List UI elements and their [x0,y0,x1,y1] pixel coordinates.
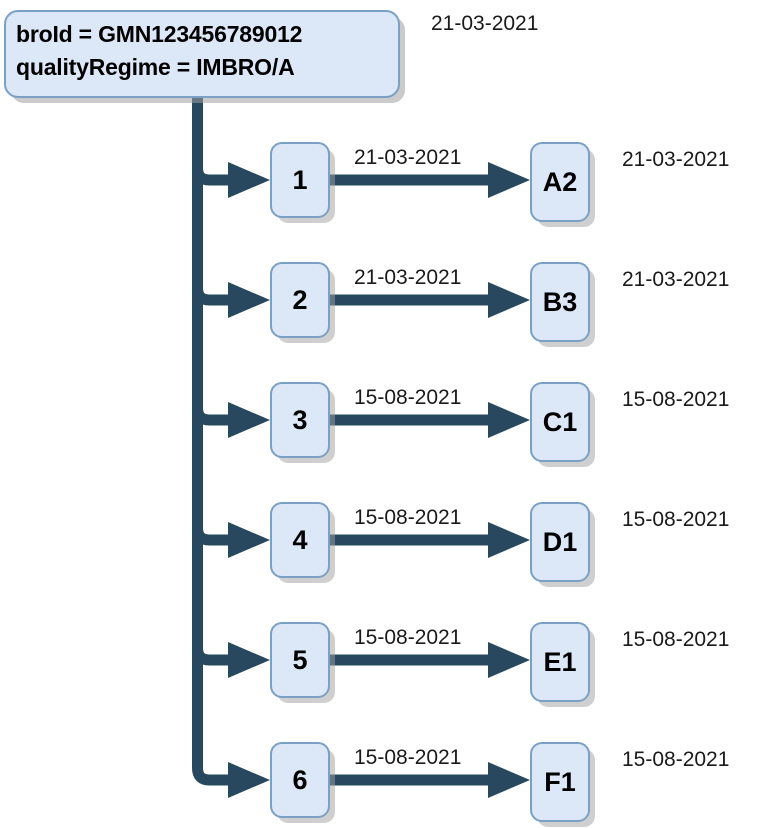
measurement-node-E1-label: E1 [543,646,577,677]
edge-date-label-2: 21-03-2021 [354,266,462,289]
right-date-label-4: 15-08-2021 [622,508,730,531]
branch-elbow-6 [192,760,232,786]
branch-elbow-1 [192,160,232,186]
branch-elbow-5 [192,640,232,666]
tube-node-1-label: 1 [292,164,308,195]
arrowhead-branch-3 [228,402,270,438]
measurement-node-C1[interactable]: C1 [530,382,590,462]
measurement-node-E1[interactable]: E1 [530,622,590,702]
tube-node-2[interactable]: 2 [270,262,330,338]
arrowhead-branch-6 [228,762,270,798]
root-qualityregime-line: qualityRegime = IMBRO/A [16,54,295,80]
right-date-label-1: 21-03-2021 [622,148,730,171]
arrowhead-edge-3 [488,402,530,438]
right-date-label-2: 21-03-2021 [622,268,730,291]
arrowhead-branch-1 [228,162,270,198]
measurement-node-A2[interactable]: A2 [530,142,590,222]
arrowhead-branch-4 [228,522,270,558]
tube-node-4-label: 4 [292,524,308,555]
measurement-node-F1-label: F1 [544,766,576,797]
measurement-node-B3[interactable]: B3 [530,262,590,342]
measurement-node-F1[interactable]: F1 [530,742,590,822]
measurement-node-D1-label: D1 [542,526,578,557]
right-date-label-5: 15-08-2021 [622,628,730,651]
edge-date-label-5: 15-08-2021 [354,626,462,649]
edge-date-label-3: 15-08-2021 [354,386,462,409]
tube-node-3[interactable]: 3 [270,382,330,458]
measurement-node-B3-label: B3 [542,286,578,317]
branch-elbow-4 [192,520,232,546]
arrowhead-edge-4 [488,522,530,558]
arrowhead-edge-2 [488,282,530,318]
branch-elbow-2 [192,280,232,306]
right-date-label-3: 15-08-2021 [622,388,730,411]
root-broid-line: broId = GMN123456789012 [16,21,303,47]
trunk-connector [192,98,232,786]
measurement-node-D1[interactable]: D1 [530,502,590,582]
branch-elbow-3 [192,400,232,426]
edge-date-label-1: 21-03-2021 [354,146,462,169]
edge-date-label-6: 15-08-2021 [354,746,462,769]
root-date-label: 21-03-2021 [431,12,539,35]
tube-node-6[interactable]: 6 [270,742,330,818]
tube-node-6-label: 6 [292,764,308,795]
tube-node-1[interactable]: 1 [270,142,330,218]
arrowhead-edge-5 [488,642,530,678]
tube-node-5-label: 5 [292,644,308,675]
arrowhead-edge-1 [488,162,530,198]
arrowhead-branch-5 [228,642,270,678]
root-node-gmn[interactable]: broId = GMN123456789012 qualityRegime = … [4,10,400,98]
arrowhead-branch-2 [228,282,270,318]
tube-node-5[interactable]: 5 [270,622,330,698]
tube-node-3-label: 3 [292,404,308,435]
measurement-node-A2-label: A2 [542,166,578,197]
tube-node-4[interactable]: 4 [270,502,330,578]
tube-node-2-label: 2 [292,284,308,315]
measurement-node-C1-label: C1 [542,406,578,437]
edge-date-label-4: 15-08-2021 [354,506,462,529]
arrowhead-edge-6 [488,762,530,798]
right-date-label-6: 15-08-2021 [622,748,730,771]
